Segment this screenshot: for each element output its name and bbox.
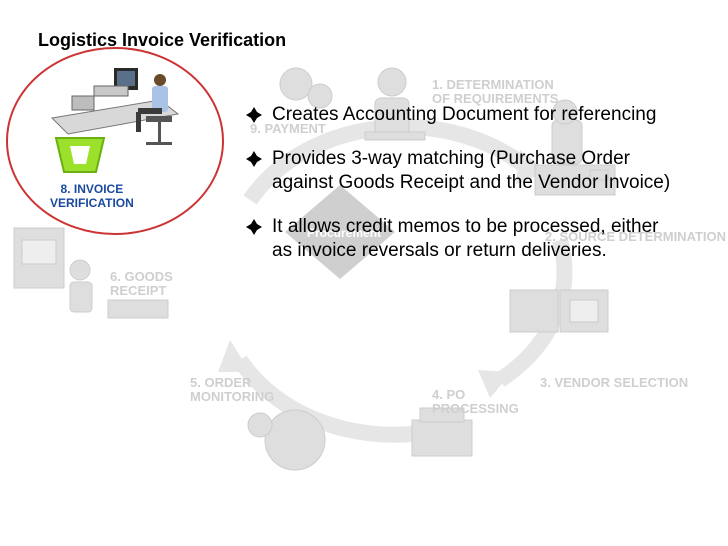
bullet-list: Creates Accounting Document for referenc… (243, 103, 673, 283)
bullet-text: Provides 3-way matching (Purchase Order … (272, 148, 670, 193)
stage-5-label: 5. ORDER MONITORING (190, 376, 274, 404)
bullet-item: It allows credit memos to be processed, … (243, 215, 673, 263)
diamond-bullet-icon (246, 107, 262, 123)
invoice-verification-illustration (52, 68, 178, 172)
slide-title: Logistics Invoice Verification (38, 30, 286, 51)
diamond-bullet-icon (246, 151, 262, 167)
stage-8-label: 8. INVOICE VERIFICATION (50, 182, 134, 210)
bullet-text: Creates Accounting Document for referenc… (272, 104, 656, 125)
stage-6-label: 6. GOODS RECEIPT (110, 270, 173, 298)
diamond-bullet-icon (246, 219, 262, 235)
bullet-item: Provides 3-way matching (Purchase Order … (243, 147, 673, 195)
stage-3-label: 3. VENDOR SELECTION (540, 376, 688, 390)
bullet-item: Creates Accounting Document for referenc… (243, 103, 673, 127)
stage-1-label: 1. DETERMINATION OF REQUIREMENTS (432, 78, 558, 106)
stage-4-label: 4. PO PROCESSING (432, 388, 519, 416)
bullet-text: It allows credit memos to be processed, … (272, 216, 659, 261)
